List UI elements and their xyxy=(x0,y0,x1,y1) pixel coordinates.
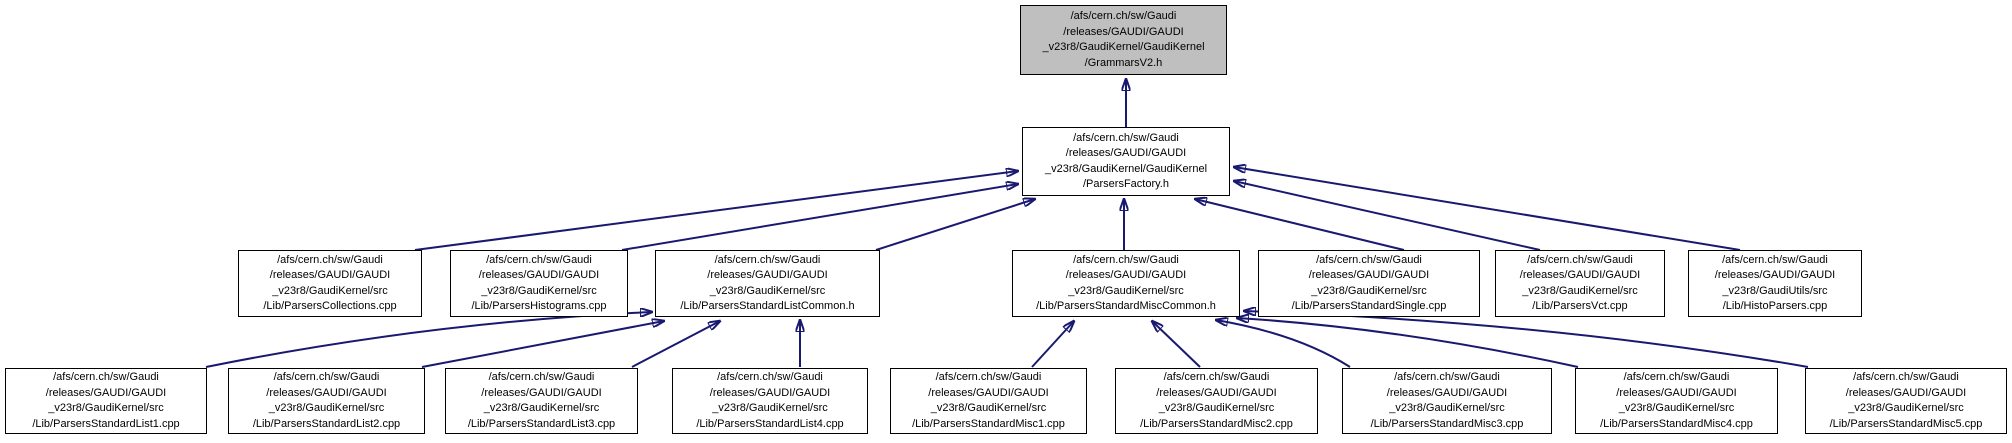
node-parsers-standard-misc-common-header[interactable]: /afs/cern.ch/sw/Gaudi /releases/GAUDI/GA… xyxy=(1012,250,1240,317)
node-parsers-standard-list1-cpp[interactable]: /afs/cern.ch/sw/Gaudi /releases/GAUDI/GA… xyxy=(5,368,207,434)
edge-misc2-to-misc-common xyxy=(1152,321,1201,368)
edge-histo-parsers-to-parsers-factory xyxy=(1234,167,1741,251)
edge-list2-to-list-common xyxy=(421,321,664,368)
edge-parsers-standard-single-to-parsers-factory xyxy=(1195,199,1405,251)
edge-parsers-vct-to-parsers-factory xyxy=(1234,181,1541,251)
edge-list1-to-list-common xyxy=(205,312,652,368)
node-parsers-standard-misc1-cpp[interactable]: /afs/cern.ch/sw/Gaudi /releases/GAUDI/GA… xyxy=(890,368,1087,434)
edge-misc4-to-misc-common xyxy=(1237,318,1579,368)
edge-misc1-to-misc-common xyxy=(1031,321,1074,368)
node-parsers-vct-cpp[interactable]: /afs/cern.ch/sw/Gaudi /releases/GAUDI/GA… xyxy=(1495,250,1665,317)
node-parsers-factory-header[interactable]: /afs/cern.ch/sw/Gaudi /releases/GAUDI/GA… xyxy=(1022,127,1230,196)
node-parsers-standard-list-common-header[interactable]: /afs/cern.ch/sw/Gaudi /releases/GAUDI/GA… xyxy=(655,250,880,317)
node-parsers-standard-single-cpp[interactable]: /afs/cern.ch/sw/Gaudi /releases/GAUDI/GA… xyxy=(1258,250,1480,317)
node-parsers-standard-misc5-cpp[interactable]: /afs/cern.ch/sw/Gaudi /releases/GAUDI/GA… xyxy=(1805,368,2007,434)
node-parsers-standard-misc2-cpp[interactable]: /afs/cern.ch/sw/Gaudi /releases/GAUDI/GA… xyxy=(1115,368,1318,434)
edge-misc3-to-misc-common xyxy=(1216,320,1351,368)
node-parsers-standard-misc4-cpp[interactable]: /afs/cern.ch/sw/Gaudi /releases/GAUDI/GA… xyxy=(1575,368,1778,434)
node-grammars-v2-header[interactable]: /afs/cern.ch/sw/Gaudi /releases/GAUDI/GA… xyxy=(1020,5,1227,75)
node-parsers-standard-list4-cpp[interactable]: /afs/cern.ch/sw/Gaudi /releases/GAUDI/GA… xyxy=(672,368,868,434)
edge-misc5-to-misc-common xyxy=(1244,311,1809,368)
edge-list3-to-list-common xyxy=(631,321,720,368)
edge-parsers-collections-to-parsers-factory xyxy=(414,171,1018,251)
node-histo-parsers-cpp[interactable]: /afs/cern.ch/sw/Gaudi /releases/GAUDI/GA… xyxy=(1688,250,1862,317)
node-parsers-standard-list2-cpp[interactable]: /afs/cern.ch/sw/Gaudi /releases/GAUDI/GA… xyxy=(228,368,425,434)
edge-parsers-standard-list-common-to-parsers-factory xyxy=(875,199,1035,251)
edge-parsers-histograms-to-parsers-factory xyxy=(621,184,1018,251)
node-parsers-collections-cpp[interactable]: /afs/cern.ch/sw/Gaudi /releases/GAUDI/GA… xyxy=(238,250,422,317)
node-parsers-histograms-cpp[interactable]: /afs/cern.ch/sw/Gaudi /releases/GAUDI/GA… xyxy=(450,250,628,317)
node-parsers-standard-misc3-cpp[interactable]: /afs/cern.ch/sw/Gaudi /releases/GAUDI/GA… xyxy=(1342,368,1552,434)
node-parsers-standard-list3-cpp[interactable]: /afs/cern.ch/sw/Gaudi /releases/GAUDI/GA… xyxy=(445,368,638,434)
